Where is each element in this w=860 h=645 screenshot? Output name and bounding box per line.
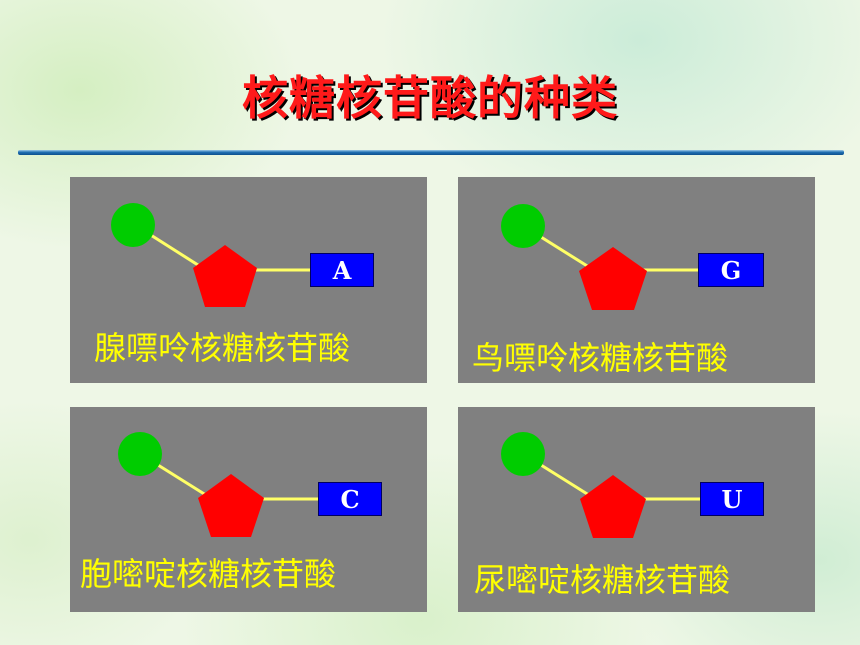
nucleotide-name: 胞嘧啶核糖核苷酸 bbox=[80, 555, 337, 593]
nucleotide-structure-cytosine bbox=[118, 432, 318, 537]
phosphate-circle bbox=[501, 432, 545, 476]
ribose-pentagon bbox=[193, 245, 257, 307]
nucleotide-name: 尿嘧啶核糖核苷酸 bbox=[474, 561, 731, 599]
nucleotide-structure-adenine bbox=[111, 203, 310, 307]
nucleotide-name: 鸟嘌呤核糖核苷酸 bbox=[472, 339, 729, 377]
ribose-pentagon bbox=[579, 247, 647, 310]
base-label-box: G bbox=[698, 253, 764, 287]
title-divider bbox=[18, 150, 844, 155]
phosphate-circle bbox=[501, 204, 545, 248]
nucleotide-panel-uracil: U 尿嘧啶核糖核苷酸 bbox=[458, 407, 815, 612]
phosphate-circle bbox=[118, 432, 162, 476]
nucleotide-panel-adenine: A 腺嘌呤核糖核苷酸 bbox=[70, 177, 427, 383]
page-title: 核糖核苷酸的种类 bbox=[242, 71, 618, 125]
nucleotide-name: 腺嘌呤核糖核苷酸 bbox=[94, 329, 351, 367]
ribose-pentagon bbox=[198, 474, 264, 537]
phosphate-circle bbox=[111, 203, 155, 247]
nucleotide-structure-guanine bbox=[501, 204, 698, 310]
ribose-pentagon bbox=[580, 475, 646, 538]
nucleotide-panel-guanine: G 鸟嘌呤核糖核苷酸 bbox=[458, 177, 815, 383]
base-label-box: A bbox=[310, 253, 374, 287]
nucleotide-structure-uracil bbox=[501, 432, 700, 538]
base-label-box: C bbox=[318, 482, 382, 516]
nucleotide-panel-cytosine: C 胞嘧啶核糖核苷酸 bbox=[70, 407, 427, 612]
base-label-box: U bbox=[700, 482, 764, 516]
